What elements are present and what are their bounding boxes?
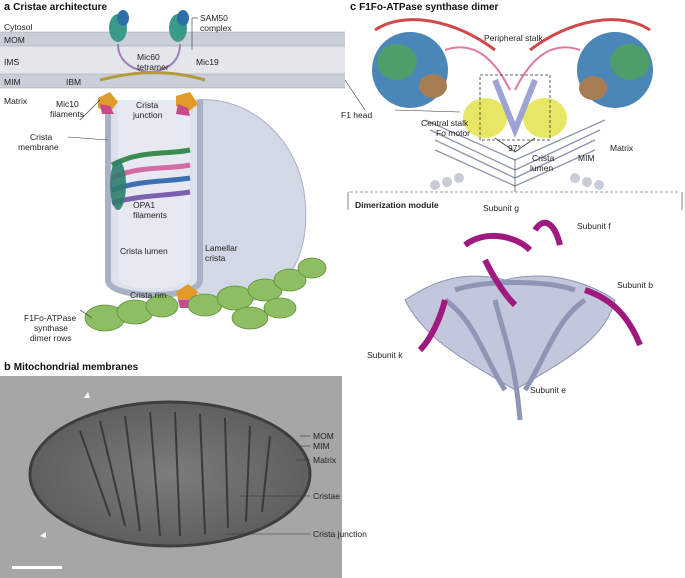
opa1-filaments: [110, 147, 191, 210]
f1-head-left: [372, 18, 496, 108]
label-subunit-e: Subunit e: [530, 385, 566, 395]
fo-motor-right: [523, 98, 567, 138]
f1-head-right: [529, 18, 653, 108]
panel-c-letter: c: [350, 1, 357, 13]
label-peripheral-stalk: Peripheral stalk: [484, 33, 543, 43]
atpase-dimer-structure: [345, 18, 683, 421]
panel-c-title-text: F1Fo-ATPase synthase dimer: [359, 2, 499, 13]
label-b-cristae: Cristae: [313, 491, 340, 501]
label-opa1-filaments: filaments: [133, 210, 168, 220]
label-lamellar-crista: crista: [205, 253, 226, 263]
label-matrix: Matrix: [4, 96, 28, 106]
label-central-stalk: Central stalk: [421, 118, 469, 128]
label-lamellar: Lamellar: [205, 243, 238, 253]
label-angle: 97°: [508, 143, 521, 153]
label-dimerization-module: Dimerization module: [355, 200, 439, 210]
label-c-crista: Crista: [532, 153, 555, 163]
label-b-matrix: Matrix: [313, 455, 337, 465]
arrowhead-top: [84, 392, 90, 398]
fo-motor-left: [463, 98, 507, 138]
label-mom: MOM: [4, 35, 25, 45]
arrowhead-bottom: [40, 532, 46, 538]
angle-marker: [494, 137, 536, 153]
label-subunit-f: Subunit f: [577, 221, 611, 231]
mitochondrion: [28, 400, 312, 548]
label-f1-head: F1 head: [341, 110, 373, 120]
scale-bar: [12, 566, 62, 569]
cristae-lines: [79, 411, 271, 537]
label-atpase-2: synthase: [34, 323, 69, 333]
label-mic19: Mic19: [196, 57, 219, 67]
label-ims: IMS: [4, 57, 20, 67]
label-crista-membrane-2: membrane: [18, 142, 59, 152]
label-cytosol: Cytosol: [4, 22, 33, 32]
ims-band: [0, 46, 345, 74]
label-crista-rim: Crista rim: [130, 290, 167, 300]
mim-band: [0, 74, 345, 88]
label-subunit-b: Subunit b: [617, 280, 653, 290]
label-mic10-filaments: filaments: [50, 109, 85, 119]
label-mic60-tetramer: tetramer: [137, 62, 169, 72]
dimer-module-box: [479, 74, 551, 141]
label-opa1: OPA1: [133, 200, 156, 210]
panel-b-letter: b: [4, 361, 11, 373]
label-fo-motor: Fo motor: [436, 128, 471, 138]
label-mic60: Mic60: [137, 52, 160, 62]
label-b-crista-junction: Crista junction: [313, 529, 367, 539]
lipid-heads: [430, 173, 604, 190]
label-crista-lumen: Crista lumen: [120, 246, 168, 256]
mic19: [99, 71, 206, 82]
label-b-mom: MOM: [313, 431, 334, 441]
crista-junction-complex: [98, 92, 198, 116]
atpase-dimer-rows: [84, 257, 327, 332]
dimer-interface: [492, 78, 538, 139]
label-subunit-k: Subunit k: [367, 350, 403, 360]
panel-b-title-text: Mitochondrial membranes: [13, 362, 139, 373]
em-micrograph: [0, 376, 342, 578]
label-c-mim: MIM: [578, 153, 595, 163]
sam50-complex: [109, 10, 189, 42]
label-c-matrix: Matrix: [610, 143, 634, 153]
label-atpase-3: dimer rows: [30, 333, 72, 343]
label-crista-membrane-1: Crista: [30, 132, 53, 142]
label-b-mim: MIM: [313, 441, 330, 451]
magenta-subunits: [417, 219, 643, 353]
peripheral-stalk-left: [444, 46, 511, 91]
label-subunit-g: Subunit g: [483, 203, 519, 213]
panel-a-title-text: Cristae architecture: [13, 2, 108, 13]
label-crista-junction-2: junction: [133, 110, 163, 120]
dimerization-module: [404, 219, 643, 421]
membrane-lipids: [424, 119, 606, 187]
label-mic10: Mic10: [56, 99, 79, 109]
label-mim: MIM: [4, 77, 21, 87]
cristae-diagram: [0, 10, 345, 332]
label-ibm: IBM: [66, 77, 82, 87]
label-crista-junction-1: Crista: [136, 100, 159, 110]
label-sam50: SAM50: [200, 13, 228, 23]
label-c-lumen: lumen: [530, 163, 554, 173]
peripheral-stalk-right: [514, 46, 581, 91]
label-sam50-complex: complex: [200, 23, 232, 33]
panel-a-letter: a: [4, 1, 11, 13]
label-atpase-1: F1Fo-ATPase: [24, 313, 77, 323]
